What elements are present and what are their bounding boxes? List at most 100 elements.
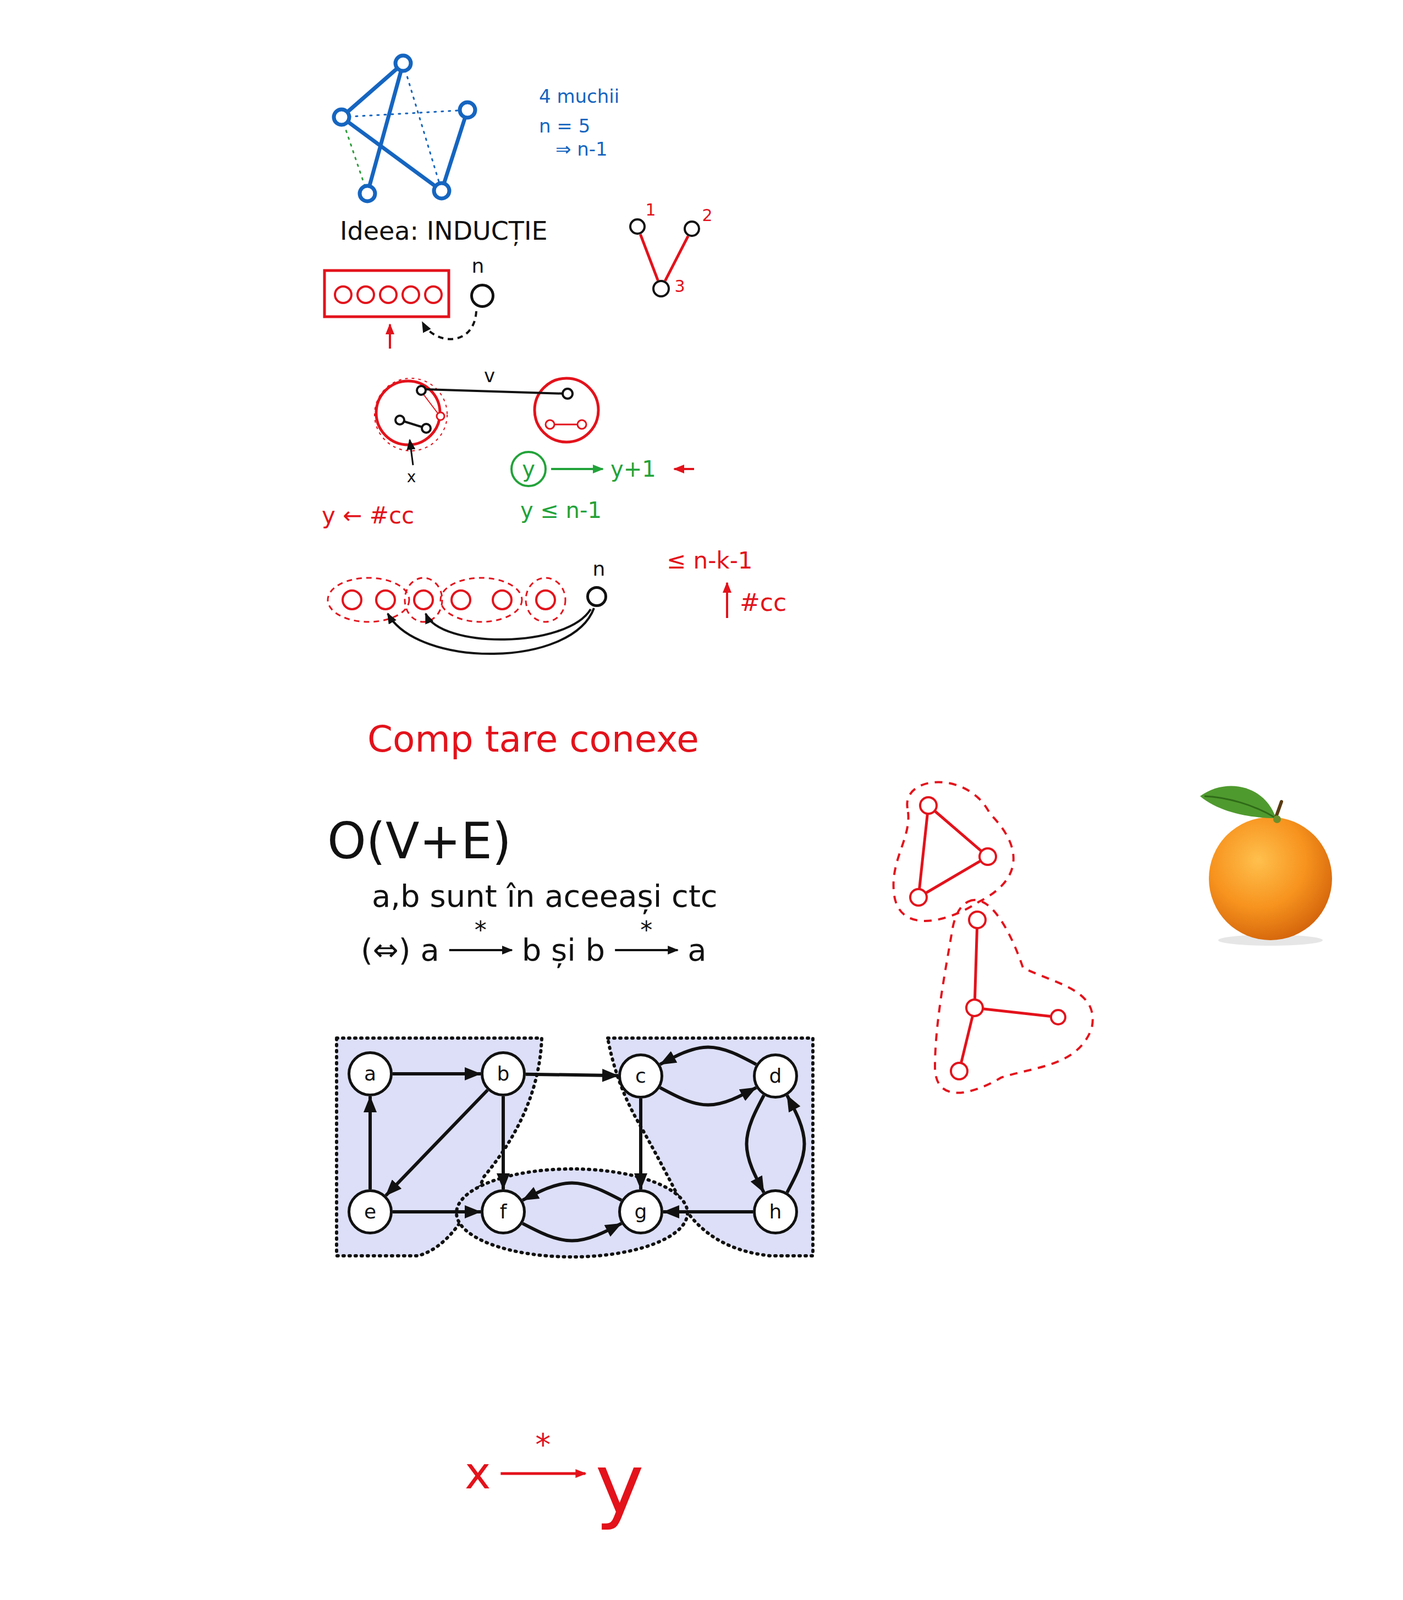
red-components-part (974, 1008, 1059, 1018)
blue-graph-part (341, 117, 442, 191)
component-sketch-part (545, 420, 555, 429)
vertex-name: d (769, 1066, 783, 1087)
scc-vertex: a (347, 1051, 393, 1097)
scc-vertex: g (618, 1189, 664, 1235)
blue-graph-part (333, 109, 350, 125)
handwritten-note: Ideea: INDUCȚIE (339, 217, 548, 245)
directed-edge (787, 1095, 805, 1193)
blue-graph-part (441, 109, 468, 191)
blue-graph-part (395, 55, 411, 71)
directed-edge (639, 1098, 643, 1190)
handwritten-note: (⇔) a (360, 934, 440, 967)
handwritten-note: y (595, 1441, 645, 1529)
red-components-part (918, 805, 929, 898)
vertex-box-part (380, 286, 397, 304)
component-row (327, 578, 566, 623)
component-row-part (451, 590, 471, 610)
handwritten-note: #cc (739, 590, 787, 616)
reachability-arrow (614, 949, 678, 952)
vertex-name: c (635, 1066, 647, 1087)
component-row-part (492, 590, 512, 610)
component-sketch-part (421, 391, 440, 417)
vertex-box-part (425, 286, 442, 304)
directed-edge (659, 1087, 757, 1105)
vertex-name: 2 (701, 207, 713, 224)
component-row-part (342, 590, 362, 610)
component-sketch (374, 378, 599, 451)
red-components-part (918, 856, 988, 898)
component-row-part (440, 578, 522, 623)
curved-arrow (387, 608, 594, 654)
vertex-name: a (364, 1064, 377, 1085)
vertex-name: 1 (645, 201, 656, 219)
directed-edge (746, 1095, 764, 1193)
orange-picture-part (1200, 785, 1276, 819)
new-vertex: n (470, 283, 495, 308)
graph-vertex: 2 (683, 220, 701, 238)
handwritten-note: * (535, 1429, 551, 1462)
reachability-arrow (449, 949, 513, 952)
vertex-name: n (592, 559, 606, 580)
red-components-part (1051, 1010, 1066, 1025)
blue-graph-part (459, 102, 476, 118)
circled-variable: y (510, 450, 547, 488)
directed-edge (501, 1096, 505, 1190)
scc-region-part (336, 1038, 542, 1257)
vertex-box-part (357, 286, 374, 304)
graph-vertex: 3 (652, 279, 670, 298)
vertex-box-part (334, 286, 352, 304)
scc-vertex: h (752, 1189, 799, 1235)
directed-edge (659, 1047, 757, 1065)
vertex-name: n (471, 256, 485, 277)
component-sketch-part (577, 420, 587, 429)
scc-vertex: b (480, 1051, 526, 1097)
scc-vertex: d (752, 1053, 799, 1099)
blue-graph-part (359, 185, 376, 202)
directed-edge (522, 1183, 622, 1201)
scc-region (336, 1038, 813, 1258)
section-heading: Comp tare conexe (367, 720, 700, 759)
vertex-name: h (769, 1202, 783, 1223)
blue-graph-part (367, 63, 404, 194)
directed-edge (368, 1096, 372, 1190)
new-vertex: n (586, 586, 608, 608)
handwritten-note: a,b sunt în aceeași ctc (371, 880, 718, 913)
red-components-part (969, 911, 986, 929)
red-components-part (950, 1063, 968, 1080)
orange-picture (1200, 785, 1333, 946)
orange-picture-part (1275, 801, 1282, 818)
handwritten-note: y+1 (610, 457, 657, 481)
directed-edge (392, 1072, 481, 1076)
curved-arrow (425, 609, 591, 640)
component-row-part (536, 590, 555, 610)
reachability-arrow (500, 1472, 586, 1476)
orange-picture-part (1273, 815, 1281, 824)
component-row-part (404, 578, 443, 623)
component-row-part (376, 590, 395, 610)
component-sketch-part (424, 389, 567, 394)
component-sketch-part (376, 381, 440, 445)
blue-graph-part (403, 63, 442, 191)
orange-picture-part (1204, 796, 1276, 819)
scc-vertex: e (347, 1189, 393, 1235)
component-sketch-part (562, 388, 573, 399)
vertex-name: e (364, 1202, 377, 1223)
red-components (893, 782, 1093, 1094)
vertex-name: b (497, 1064, 510, 1085)
graph-edge (640, 234, 658, 281)
red-components-part (979, 848, 997, 866)
vertex-name: 3 (674, 278, 685, 295)
directed-edge (522, 1223, 622, 1241)
handwritten-note: v (483, 366, 495, 387)
vertex-name: g (634, 1202, 648, 1223)
handwritten-note: ≤ n-k-1 (666, 548, 753, 574)
vertex-box-part (324, 270, 449, 317)
handwritten-note: n = 5 (538, 116, 591, 137)
component-row-part (414, 590, 433, 610)
red-components-part (910, 889, 927, 906)
component-sketch-part (436, 412, 445, 421)
component-sketch-part (395, 415, 405, 425)
